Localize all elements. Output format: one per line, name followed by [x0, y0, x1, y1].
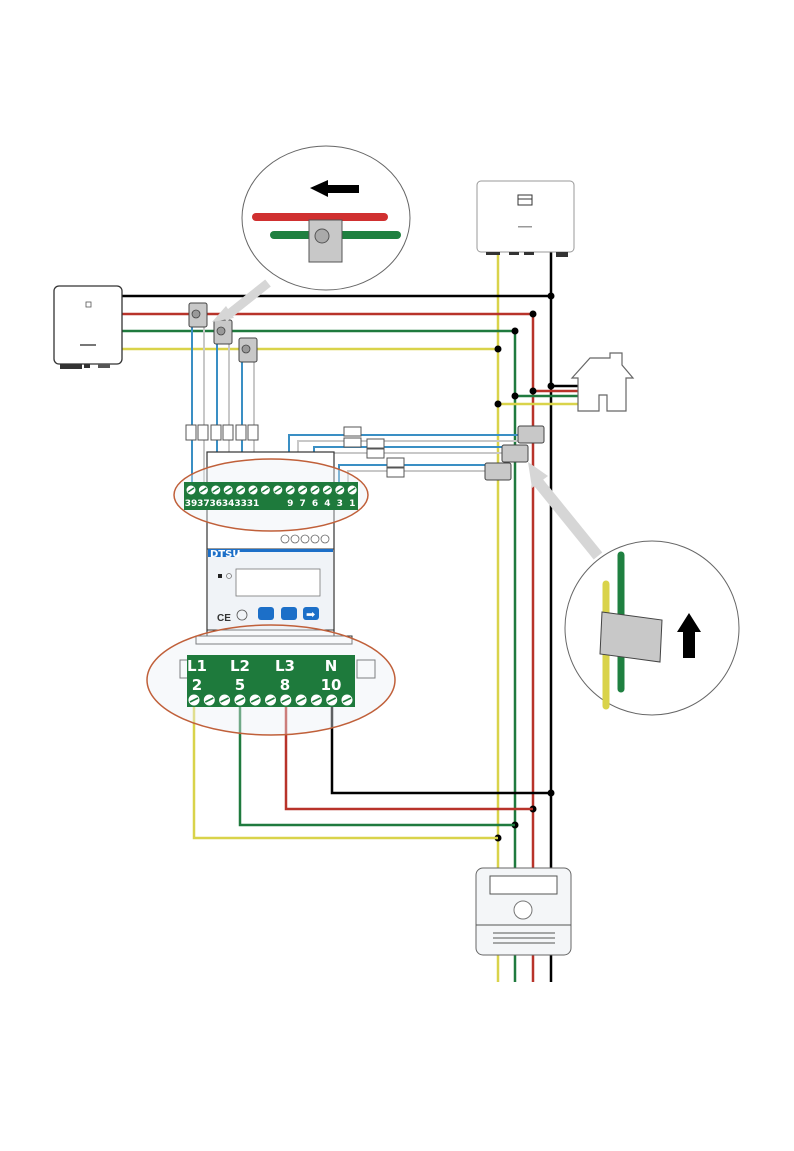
- terminal-number-label: 5: [235, 676, 245, 694]
- meter-button-2[interactable]: [281, 607, 297, 620]
- terminal-screw: [211, 486, 220, 495]
- terminal-number: 9: [287, 499, 293, 509]
- terminal-screw: [189, 695, 200, 706]
- junction-dots: [495, 293, 555, 842]
- terminal-screw: [219, 695, 230, 706]
- terminal-screw: [265, 695, 276, 706]
- house-feed-lines: [498, 386, 578, 404]
- house-icon: [572, 353, 633, 411]
- terminal-screw: [261, 486, 270, 495]
- terminal-screw: [286, 486, 295, 495]
- terminal-screw: [335, 486, 344, 495]
- terminal-number-label: 2: [192, 676, 202, 694]
- terminal-phase-label: L2: [230, 657, 250, 675]
- meter-brand-label: DTSU: [210, 549, 240, 560]
- terminal-screw: [326, 695, 337, 706]
- meter-button-1[interactable]: [258, 607, 274, 620]
- terminal-number: 33: [234, 499, 247, 509]
- terminal-screw: [224, 486, 233, 495]
- terminal-number-label: 8: [280, 676, 290, 694]
- inverter-top-right: [477, 181, 574, 257]
- terminal-phase-label: L1: [187, 657, 207, 675]
- ct-clamp-right-l2: [502, 445, 528, 462]
- terminal-screw: [311, 486, 320, 495]
- terminal-screw: [273, 486, 282, 495]
- lower-terminal-block: L12 L25 L38 N10: [147, 625, 395, 735]
- terminal-number: 39: [185, 499, 198, 509]
- inverter-logo: [80, 344, 96, 346]
- meter-lcd-display: [236, 569, 320, 596]
- callout-top-ct-detail: [242, 146, 410, 290]
- terminal-screw: [348, 486, 357, 495]
- terminal-number: 7: [299, 499, 305, 509]
- ce-mark: CE: [217, 613, 231, 624]
- arrow-right-icon: ➡: [306, 609, 315, 621]
- ct-clamp-right-l3: [518, 426, 544, 443]
- ct-clamp-l2: [214, 320, 232, 344]
- terminal-screw: [296, 695, 307, 706]
- inverter-left: [54, 286, 122, 369]
- ct-clamp-l1: [239, 338, 257, 362]
- terminal-number: 34: [222, 499, 235, 509]
- terminal-number: 31: [247, 499, 260, 509]
- ct-clamp-right-l1: [485, 463, 511, 480]
- terminal-number-label: 10: [321, 676, 342, 694]
- terminal-screw: [323, 486, 332, 495]
- terminal-screw: [234, 695, 245, 706]
- terminal-screw: [249, 486, 258, 495]
- terminal-screw: [204, 695, 215, 706]
- terminal-number: 3: [337, 499, 343, 509]
- terminal-number: 4: [324, 499, 330, 509]
- terminal-screw: [199, 486, 208, 495]
- terminal-screw: [311, 695, 322, 706]
- terminal-number: 6: [312, 499, 318, 509]
- terminal-phase-label: N: [325, 657, 338, 675]
- terminal-screw: [298, 486, 307, 495]
- ct-clamp-l3: [189, 303, 207, 327]
- terminal-phase-label: L3: [275, 657, 295, 675]
- terminal-screw: [250, 695, 261, 706]
- terminal-screw: [342, 695, 353, 706]
- terminal-screw: [280, 695, 291, 706]
- terminal-screw: [236, 486, 245, 495]
- terminal-number: 1: [349, 499, 355, 509]
- terminal-screw: [187, 486, 196, 495]
- grid-energy-meter: [476, 868, 571, 955]
- inverter-feed-lines: [122, 296, 551, 349]
- callout-right-ct-detail: [565, 541, 739, 715]
- terminal-number: 36: [210, 499, 223, 509]
- terminal-number: 37: [197, 499, 210, 509]
